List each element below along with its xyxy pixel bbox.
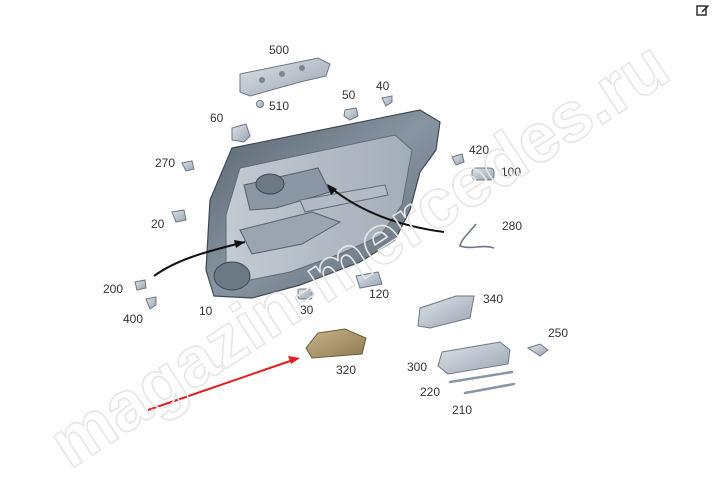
part-250 (526, 343, 549, 357)
part-270 (181, 160, 195, 172)
part-100 (471, 167, 495, 181)
part-30 (297, 288, 313, 300)
label-30: 30 (300, 303, 314, 317)
label-300: 300 (407, 360, 428, 374)
part-280 (459, 223, 495, 249)
part-340 (417, 295, 475, 329)
arrow-black-right (327, 184, 445, 233)
part-120 (355, 271, 383, 289)
label-210: 210 (452, 403, 473, 417)
part-10-door-panel (205, 109, 441, 299)
label-270: 270 (155, 156, 176, 170)
part-300 (437, 341, 511, 375)
label-400: 400 (123, 312, 144, 326)
label-50: 50 (342, 88, 356, 102)
label-60: 60 (210, 111, 224, 125)
part-200 (134, 279, 147, 291)
arrow-black-left (153, 240, 246, 277)
part-420 (451, 153, 465, 166)
part-510 (256, 100, 264, 108)
label-10: 10 (199, 304, 213, 318)
edit-icon[interactable] (696, 3, 710, 17)
part-220 (448, 370, 514, 384)
label-340: 340 (483, 292, 504, 306)
label-100: 100 (501, 165, 522, 179)
label-20: 20 (151, 217, 165, 231)
part-500 (239, 57, 331, 97)
label-420: 420 (469, 143, 490, 157)
part-210 (463, 382, 516, 395)
label-280: 280 (502, 219, 523, 233)
part-20 (171, 209, 187, 223)
part-50 (343, 107, 359, 121)
part-60 (231, 123, 251, 143)
label-40: 40 (376, 79, 390, 93)
arrow-red (147, 356, 300, 411)
part-40 (381, 95, 393, 107)
part-400 (145, 296, 157, 310)
label-220: 220 (420, 385, 441, 399)
label-250: 250 (548, 326, 569, 340)
label-500: 500 (269, 43, 290, 57)
label-320: 320 (336, 363, 357, 377)
label-200: 200 (103, 282, 124, 296)
label-510: 510 (269, 99, 290, 113)
label-120: 120 (369, 287, 390, 301)
part-320 (305, 328, 367, 359)
